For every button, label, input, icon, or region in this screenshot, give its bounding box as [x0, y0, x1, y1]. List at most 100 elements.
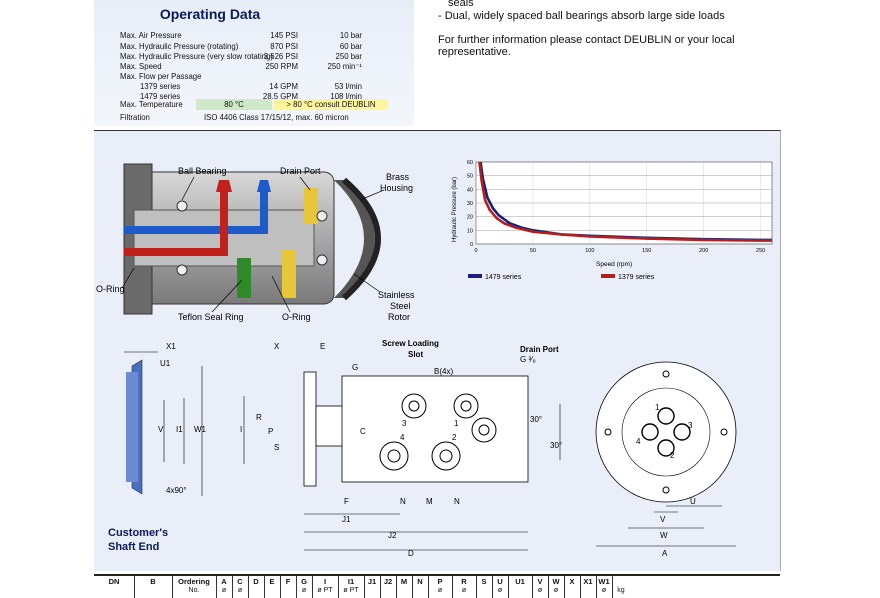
front-bolt-hole: [662, 370, 670, 378]
op-row-label: 1479 series: [140, 92, 181, 101]
op-row-value1: 250 RPM: [265, 62, 298, 71]
op-row-value2: 53 l/min: [334, 82, 362, 91]
red-passage: [124, 192, 228, 256]
op-row-label: Max. Flow per Passage: [120, 72, 202, 81]
leader-line: [181, 176, 195, 201]
end-cap-rim: [342, 177, 381, 301]
dim-n2: N: [454, 497, 460, 506]
label-o-ring-left: O-Ring: [96, 284, 125, 294]
table-header-cell: I1: [347, 577, 355, 586]
table-header-cell: B: [150, 577, 156, 586]
legend-swatch-1379: [601, 274, 615, 278]
table-header-cell: F: [285, 577, 291, 586]
table-header-unit: ø: [221, 587, 227, 594]
table-column-divider: [412, 576, 413, 598]
table-header-unit: No.: [188, 587, 200, 594]
op-row-value1: 14 GPM: [269, 82, 298, 91]
front-1-label: 1: [655, 403, 660, 412]
yellow-port: [282, 250, 296, 298]
table-header-cell: J2: [383, 577, 393, 586]
table-header-unit: ø: [497, 587, 503, 594]
op-row-label: Max. Hydraulic Pressure (very slow rotat…: [120, 52, 273, 61]
table-header-cell: X1: [583, 577, 593, 586]
dim-u: U: [690, 497, 696, 506]
table-header-unit: ø PT: [317, 587, 333, 594]
dim-r: R: [256, 413, 262, 422]
table-header-cell: G: [301, 577, 307, 586]
chart-y-tick: 30: [467, 201, 473, 207]
contact-line-1: For further information please contact D…: [438, 34, 735, 46]
table-column-divider: [580, 576, 581, 598]
op-row-value2: 108 l/min: [330, 92, 362, 101]
chart-y-tick: 40: [467, 187, 473, 193]
shaft-end-title-2: Shaft End: [108, 541, 159, 553]
leader-line: [353, 273, 381, 293]
table-column-divider: [548, 576, 549, 598]
table-column-divider: [428, 576, 429, 598]
chart-y-tick: 50: [467, 174, 473, 180]
dim-c: C: [360, 427, 366, 436]
table-header-unit: ø: [601, 587, 607, 594]
chart-xlabel: Speed (rpm): [596, 261, 632, 268]
yellow-drain: [304, 188, 318, 224]
chart-x-tick: 0: [474, 248, 477, 254]
op-row-value1: 870 PSI: [270, 42, 298, 51]
label-steel: Steel: [390, 301, 411, 311]
shaft-end-title-1: Customer's: [108, 527, 168, 539]
side-body: [341, 375, 529, 483]
chart-x-tick: 50: [530, 248, 536, 254]
table-header-cell: P: [437, 577, 443, 586]
label-stainless: Stainless: [378, 290, 415, 300]
label-drain-port: Drain Port: [280, 166, 321, 176]
op-row: Max. Air Pressure 145 PSI 10 bar: [120, 30, 390, 41]
table-column-divider: [216, 576, 217, 598]
dim-b4x: B(4x): [434, 367, 453, 376]
screw-slot-2: Slot: [408, 350, 423, 359]
label-ball-bearing: Ball Bearing: [178, 166, 227, 176]
table-column-divider: [492, 576, 493, 598]
dim-e: E: [320, 342, 325, 351]
table-header-cell: J1: [367, 577, 377, 586]
op-row-label: Max. Air Pressure: [120, 31, 182, 40]
bearing-bullet: - Dual, widely spaced ball bearings abso…: [438, 10, 725, 22]
port-3-label: 3: [402, 419, 407, 428]
table-header-cell: A: [221, 577, 227, 586]
label-teflon: Teflon Seal Ring: [178, 312, 244, 322]
dim-x: X: [274, 342, 280, 351]
bearing-ball: [176, 264, 188, 276]
dim-a: A: [662, 549, 668, 558]
cutaway-illustration: Ball Bearing Drain Port Brass Housing O-…: [96, 163, 415, 322]
drain-port-2: G ³⁄₈: [520, 355, 536, 364]
table-header-cell: U: [497, 577, 503, 586]
dim-v: V: [158, 425, 164, 434]
table-header-unit: ø: [553, 587, 559, 594]
table-column-divider: [596, 576, 597, 598]
dim-30a: 30°: [530, 415, 542, 424]
port-4-label: 4: [400, 433, 405, 442]
chart-y-tick: 0: [470, 242, 473, 248]
table-column-divider: [532, 576, 533, 598]
op-row-value2: 10 bar: [339, 31, 362, 40]
table-header-unit: ø: [461, 587, 467, 594]
op-row-label: Max. Speed: [120, 62, 162, 71]
table-header-cell: U1: [515, 577, 525, 586]
filtration-row: Filtration ISO 4406 Class 17/15/12, max.…: [120, 112, 390, 123]
chart-y-tick: 20: [467, 215, 473, 221]
table-header-cell: W: [552, 577, 560, 586]
table-header-cell: DN: [108, 577, 120, 586]
table-header-unit: ø: [301, 587, 307, 594]
front-bolt-hole: [662, 486, 670, 494]
dim-m: M: [426, 497, 433, 506]
table-column-divider: [338, 576, 339, 598]
table-header-cell: V: [537, 577, 543, 586]
front-port-3: [673, 423, 691, 441]
label-brass: Brass: [386, 172, 410, 182]
bearing-ball: [316, 254, 328, 266]
front-4-label: 4: [636, 437, 641, 446]
op-row-value2: 60 bar: [339, 42, 362, 51]
side-flange: [303, 371, 317, 487]
green-port: [237, 258, 251, 298]
chart-x-tick: 100: [585, 248, 594, 254]
operating-data-title: Operating Data: [159, 6, 261, 22]
